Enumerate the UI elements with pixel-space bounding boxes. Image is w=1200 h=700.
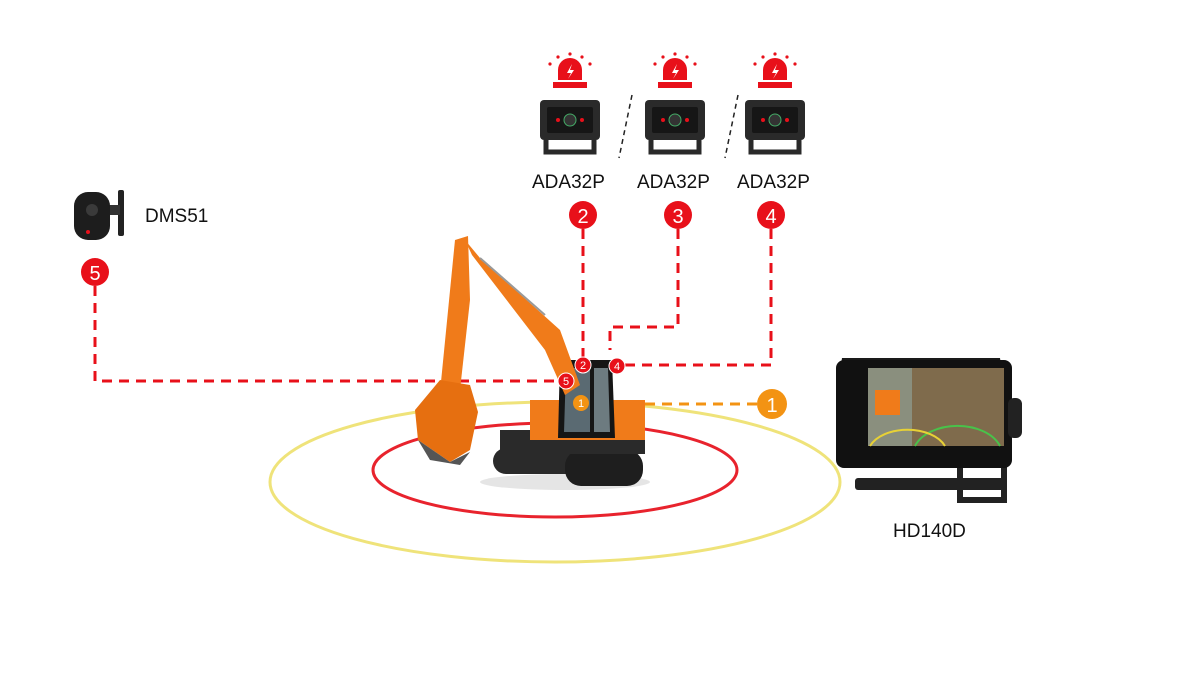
monitor-label: HD140D xyxy=(893,521,966,542)
camera-3: ADA32P 3 xyxy=(637,52,710,229)
badge-4 xyxy=(757,201,785,229)
alarm-beacon-icon xyxy=(548,52,592,88)
camera-label: ADA32P xyxy=(737,172,810,193)
badge-5-number: 5 xyxy=(89,263,100,285)
marker-number: 2 xyxy=(580,360,586,372)
badge-5 xyxy=(81,258,109,286)
excavator-illustration xyxy=(415,236,650,490)
marker-number: 5 xyxy=(563,376,569,388)
separator xyxy=(724,94,739,159)
alarm-beacon-icon xyxy=(753,52,797,88)
marker-number: 1 xyxy=(578,398,584,410)
camera-icon xyxy=(745,100,805,155)
connection-line-3 xyxy=(608,229,680,350)
connection-line-5 xyxy=(93,286,560,383)
connection-line-4 xyxy=(622,229,773,367)
excavator-marker-4 xyxy=(608,357,626,375)
badge-3 xyxy=(664,201,692,229)
camera-label: ADA32P xyxy=(637,172,710,193)
dms-camera-icon xyxy=(74,190,124,240)
badge-number: 2 xyxy=(577,206,588,228)
excavator-marker-2 xyxy=(574,356,592,374)
badge-1 xyxy=(757,389,787,419)
dms-label: DMS51 xyxy=(145,206,208,227)
camera-icon xyxy=(540,100,600,155)
alarm-beacon-icon xyxy=(653,52,697,88)
monitor-icon xyxy=(836,358,1022,503)
camera-label: ADA32P xyxy=(532,172,605,193)
camera-4: ADA32P 4 xyxy=(737,52,810,229)
camera-2: ADA32P 2 xyxy=(532,52,605,229)
badge-number: 4 xyxy=(765,206,776,228)
marker-number: 4 xyxy=(614,361,620,373)
badge-2 xyxy=(569,201,597,229)
badge-1-number: 1 xyxy=(766,395,777,417)
separator xyxy=(618,94,633,159)
badge-number: 3 xyxy=(672,206,683,228)
excavator-marker-5 xyxy=(557,372,575,390)
camera-icon xyxy=(645,100,705,155)
excavator-marker-1 xyxy=(573,395,589,411)
